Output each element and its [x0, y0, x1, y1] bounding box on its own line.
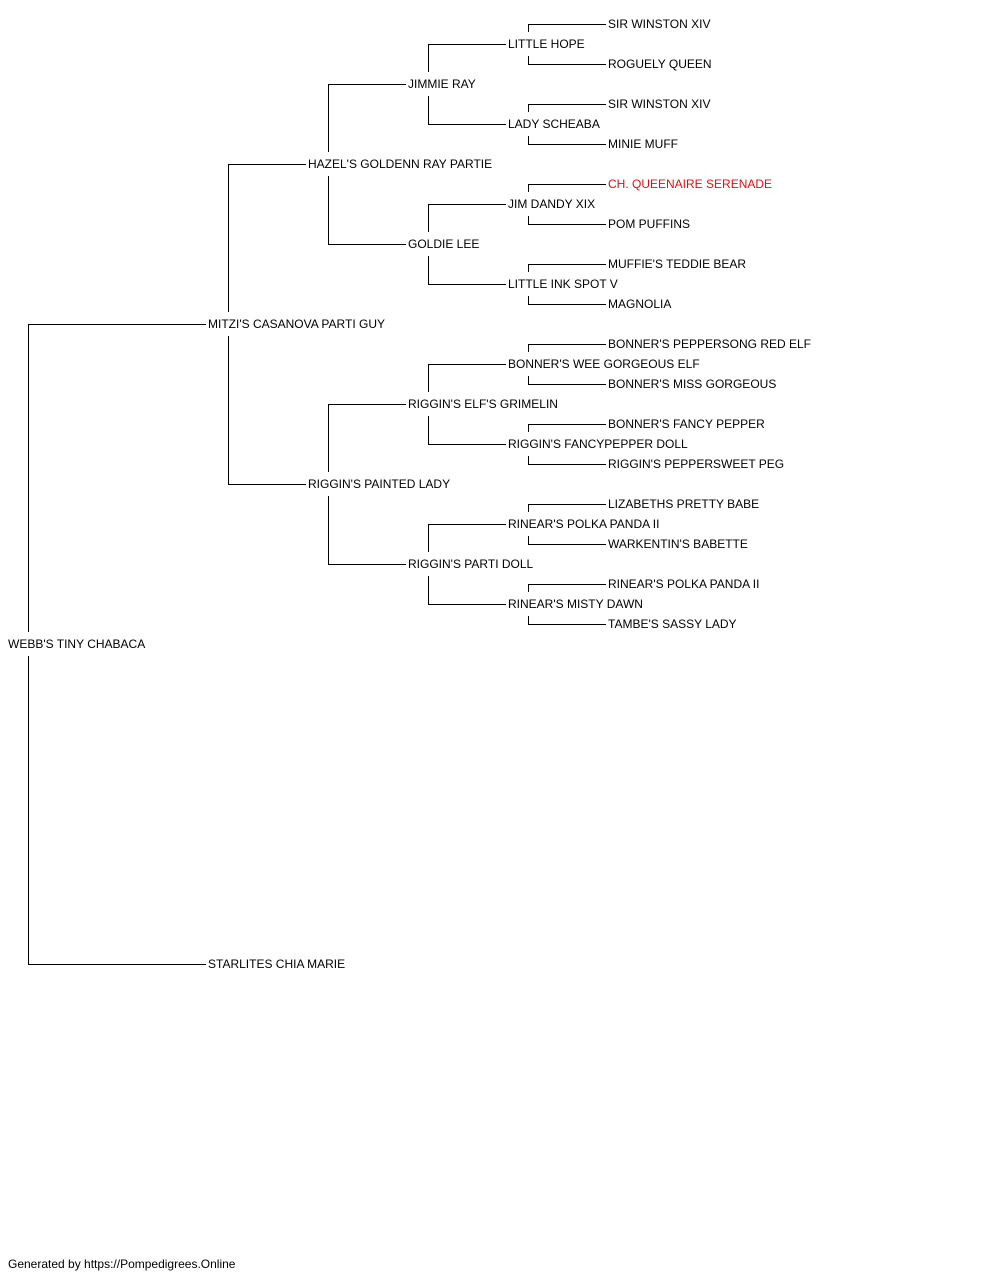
ancestor-ssddd[interactable]: MAGNOLIA — [608, 297, 674, 311]
sire[interactable]: MITZI'S CASANOVA PARTI GUY — [208, 317, 387, 331]
ancestor-ssd[interactable]: GOLDIE LEE — [408, 237, 482, 251]
ancestor-sssss[interactable]: SIR WINSTON XIV — [608, 17, 713, 31]
ancestor-sdsd[interactable]: RIGGIN'S FANCYPEPPER DOLL — [508, 437, 690, 451]
ancestor-ssdss-champion[interactable]: CH. QUEENAIRE SERENADE — [608, 177, 775, 191]
ancestor-sdds[interactable]: RINEAR'S POLKA PANDA II — [508, 517, 662, 531]
ancestor-sssdd[interactable]: MINIE MUFF — [608, 137, 680, 151]
ancestor-ssds[interactable]: JIM DANDY XIX — [508, 197, 598, 211]
ancestor-sdsdd[interactable]: RIGGIN'S PEPPERSWEET PEG — [608, 457, 787, 471]
ancestor-sdsds[interactable]: BONNER'S FANCY PEPPER — [608, 417, 767, 431]
paternal-grandsire[interactable]: HAZEL'S GOLDENN RAY PARTIE — [308, 157, 495, 171]
ancestor-sdddd[interactable]: TAMBE'S SASSY LADY — [608, 617, 739, 631]
ancestor-sss[interactable]: JIMMIE RAY — [408, 77, 478, 91]
ancestor-sddds[interactable]: RINEAR'S POLKA PANDA II — [608, 577, 762, 591]
ancestor-sssd[interactable]: LADY SCHEABA — [508, 117, 602, 131]
ancestor-sddd[interactable]: RINEAR'S MISTY DAWN — [508, 597, 645, 611]
subject-dog[interactable]: WEBB'S TINY CHABACA — [8, 637, 148, 651]
ancestor-ssss[interactable]: LITTLE HOPE — [508, 37, 587, 51]
ancestor-sssds[interactable]: SIR WINSTON XIV — [608, 97, 713, 111]
ancestor-ssdds[interactable]: MUFFIE'S TEDDIE BEAR — [608, 257, 749, 271]
ancestor-ssssd[interactable]: ROGUELY QUEEN — [608, 57, 714, 71]
ancestor-sdsss[interactable]: BONNER'S PEPPERSONG RED ELF — [608, 337, 814, 351]
ancestor-sddsd[interactable]: WARKENTIN'S BABETTE — [608, 537, 750, 551]
ancestor-sddss[interactable]: LIZABETHS PRETTY BABE — [608, 497, 762, 511]
ancestor-sdssd[interactable]: BONNER'S MISS GORGEOUS — [608, 377, 779, 391]
ancestor-sdd[interactable]: RIGGIN'S PARTI DOLL — [408, 557, 536, 571]
ancestor-ssdsd[interactable]: POM PUFFINS — [608, 217, 693, 231]
ancestor-ssdd[interactable]: LITTLE INK SPOT V — [508, 277, 620, 291]
dam[interactable]: STARLITES CHIA MARIE — [208, 957, 348, 971]
ancestor-sds[interactable]: RIGGIN'S ELF'S GRIMELIN — [408, 397, 560, 411]
paternal-granddam[interactable]: RIGGIN'S PAINTED LADY — [308, 477, 453, 491]
ancestor-sdss[interactable]: BONNER'S WEE GORGEOUS ELF — [508, 357, 702, 371]
footer-credit: Generated by https://Pompedigrees.Online — [8, 1257, 236, 1271]
